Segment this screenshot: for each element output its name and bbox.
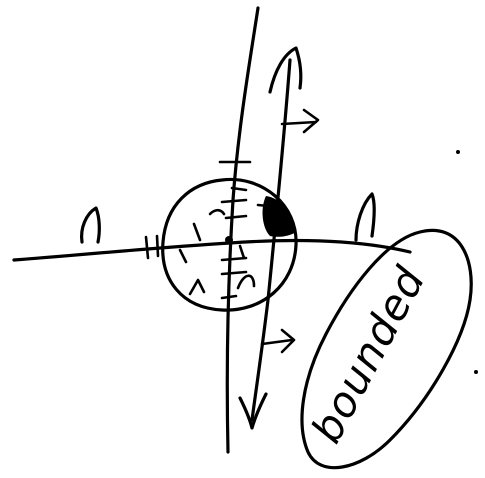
annotation-word: bounded [302, 258, 435, 450]
upward-mark [356, 194, 374, 240]
interior-mark [222, 272, 246, 274]
interior-mark [210, 210, 224, 214]
interior-mark [180, 250, 186, 262]
shaded-region-mark [258, 205, 268, 206]
vertical-axis-line [227, 8, 258, 452]
interior-mark [222, 200, 246, 202]
right-arrow-icon [262, 330, 294, 352]
shaded-region [263, 196, 296, 237]
origin-point [225, 236, 233, 244]
axis-tick [157, 236, 158, 256]
interior-mark [240, 246, 244, 258]
stray-dot [456, 150, 460, 154]
up-arrowhead [270, 48, 301, 92]
interior-mark [222, 258, 246, 260]
interior-mark [190, 280, 204, 294]
interior-mark [194, 224, 200, 240]
upward-mark [82, 208, 100, 242]
interior-mark [238, 276, 254, 288]
horizontal-axis-line [14, 240, 410, 260]
interior-mark [222, 296, 236, 298]
axis-tick [146, 237, 148, 258]
stray-dot [474, 370, 478, 374]
right-arrow-icon [282, 110, 318, 132]
interior-mark [226, 216, 246, 218]
